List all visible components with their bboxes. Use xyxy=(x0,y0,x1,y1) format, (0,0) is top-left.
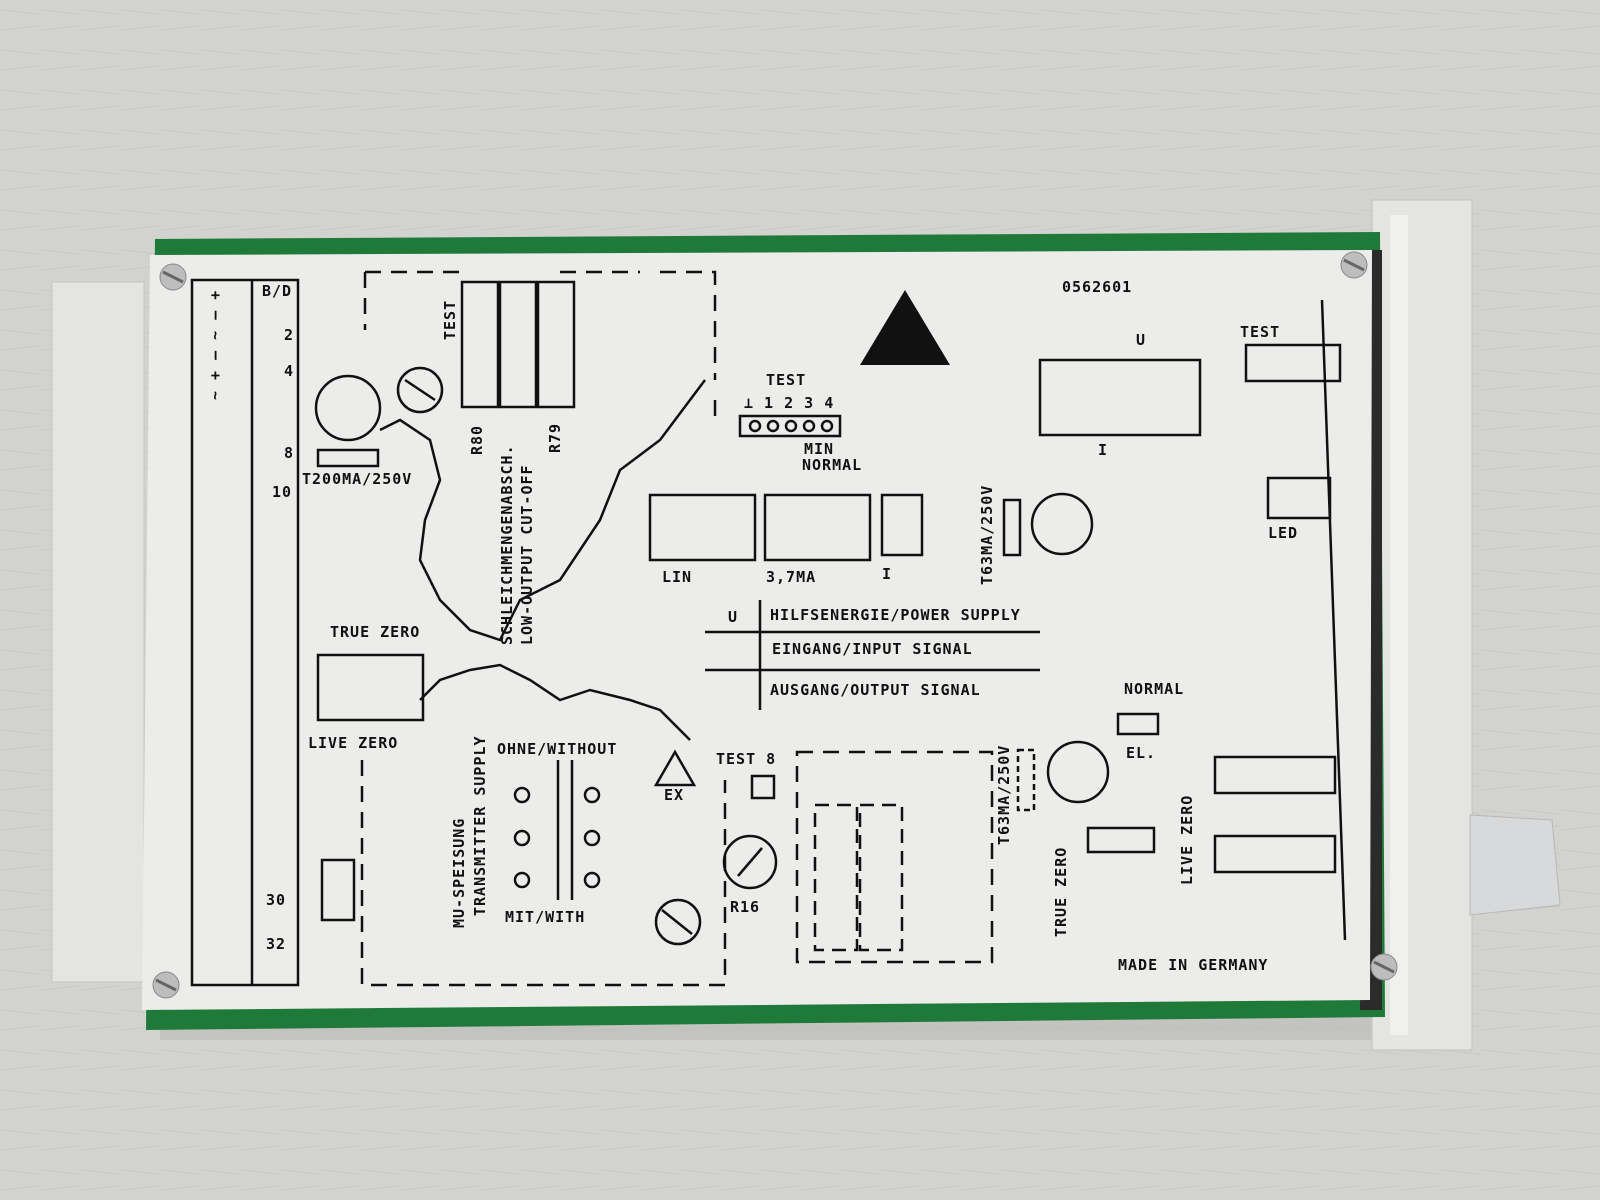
dashed-outline xyxy=(795,750,994,964)
trim-pot-span xyxy=(1213,755,1337,795)
lin-label: LIN xyxy=(662,568,693,586)
fuse-right xyxy=(1002,498,1022,557)
min-label: MIN xyxy=(804,440,835,458)
part-number: 0562601 xyxy=(1062,278,1133,296)
screw-icon xyxy=(159,263,187,291)
handle-rail xyxy=(1390,215,1408,1035)
front-handle xyxy=(1371,199,1473,1051)
jumper-u xyxy=(1038,358,1202,437)
legend-input: EINGANG/INPUT SIGNAL xyxy=(772,640,973,658)
true-zero-label: TRUE ZERO xyxy=(330,623,421,641)
u-label-top: U xyxy=(1136,331,1147,349)
jumper-u-i xyxy=(320,858,356,922)
capacitor xyxy=(1046,740,1110,804)
led-label: LED xyxy=(1268,524,1299,542)
pin-30: 30 xyxy=(266,891,287,909)
pin-32: 32 xyxy=(266,935,287,953)
supply-symbol: ~ + – ~ – + xyxy=(206,289,224,400)
pin-8: 8 xyxy=(284,444,295,462)
handle-tab xyxy=(1469,814,1561,916)
pin-header: B/D xyxy=(262,282,293,300)
capacitor xyxy=(314,374,382,442)
torn-boundary xyxy=(419,663,691,741)
test-button-label: TEST xyxy=(1240,323,1281,341)
ex-warning-icon xyxy=(653,749,697,787)
dashed-outline xyxy=(360,760,727,987)
jumper-zero-select xyxy=(1086,826,1156,854)
r80-label: R80 xyxy=(468,424,486,455)
r79-label: R79 xyxy=(546,422,564,453)
screw-icon xyxy=(1340,251,1368,279)
pot-cutoff xyxy=(498,280,538,409)
screw-icon xyxy=(1370,953,1398,981)
pin-2: 2 xyxy=(284,326,295,344)
i-label-top: I xyxy=(1098,441,1109,459)
el-label: EL. xyxy=(1126,744,1157,762)
jumper-lin xyxy=(648,493,757,562)
r16-label: R16 xyxy=(730,898,761,916)
trimmer xyxy=(654,898,702,946)
trimmer xyxy=(396,366,444,414)
torn-boundary xyxy=(379,379,706,642)
live-zero-label: LIVE ZERO xyxy=(308,734,399,752)
legend-u: U xyxy=(728,608,739,626)
cutoff-en-label: LOW-OUTPUT CUT-OFF xyxy=(518,464,536,645)
mu-speisung-label: MU-SPEISUNG xyxy=(450,817,468,928)
live-zero-right-label: LIVE ZERO xyxy=(1178,794,1196,885)
pin-10: 10 xyxy=(272,483,293,501)
test-pin-labels: ⊥ 1 2 3 4 xyxy=(744,394,835,412)
test-button xyxy=(1244,343,1342,383)
jumper-i xyxy=(880,493,924,557)
right-border-line xyxy=(1320,299,1347,941)
fuse-right-top-label: T63MA/250V xyxy=(978,484,996,585)
normal-el-label: NORMAL xyxy=(1124,680,1185,698)
fuse-left-label: T200MA/250V xyxy=(302,470,413,488)
jumper-normal-el xyxy=(1116,712,1160,736)
true-zero-right-label: TRUE ZERO xyxy=(1052,846,1070,937)
jumper-true-live-zero xyxy=(316,653,425,722)
fuse-right-bottom xyxy=(1016,748,1036,812)
dashed-outline xyxy=(363,270,717,420)
jumper-37ma xyxy=(763,493,872,562)
capacitor xyxy=(1030,492,1094,556)
pot-r80 xyxy=(460,280,500,409)
pot-r79 xyxy=(536,280,576,409)
pin-4: 4 xyxy=(284,362,295,380)
test-label-top-left: TEST xyxy=(441,299,459,340)
fuse-right-bottom-label: T63MA/250V xyxy=(995,744,1013,845)
made-in-label: MADE IN GERMANY xyxy=(1118,956,1269,974)
test-header-label: TEST xyxy=(766,371,807,389)
legend-power: HILFSENERGIE/POWER SUPPLY xyxy=(770,606,1021,624)
left-connector xyxy=(51,281,145,983)
screw-icon xyxy=(152,971,180,999)
mit-with-label: MIT/WITH xyxy=(505,908,586,926)
test-8-pad xyxy=(750,774,776,800)
ma37-label: 3,7MA xyxy=(766,568,817,586)
esd-warning-icon xyxy=(860,290,950,365)
ex-label: EX xyxy=(664,786,685,804)
led-housing xyxy=(1266,476,1332,520)
pin-strip-frame xyxy=(190,278,300,987)
legend-output: AUSGANG/OUTPUT SIGNAL xyxy=(770,681,981,699)
ohne-without-label: OHNE/WITHOUT xyxy=(497,740,618,758)
normal-label: NORMAL xyxy=(802,456,863,474)
trim-pot-zero xyxy=(1213,834,1337,874)
test-header xyxy=(738,414,842,438)
cutoff-de-label: SCHLEICHMENGENABSCH. xyxy=(498,444,516,645)
i-label: I xyxy=(882,565,893,583)
fuse-left xyxy=(316,448,380,468)
front-panel xyxy=(142,250,1372,1010)
transmitter-supply-label: TRANSMITTER SUPPLY xyxy=(471,735,489,916)
test-8-label: TEST 8 xyxy=(716,750,777,768)
